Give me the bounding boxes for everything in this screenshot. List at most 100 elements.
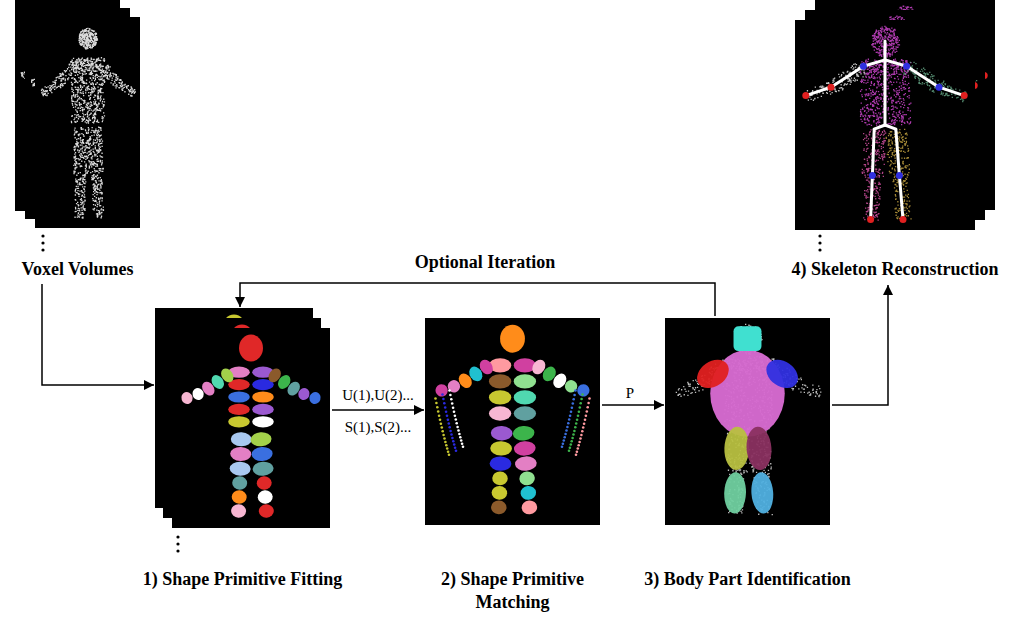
image-background (172, 328, 330, 528)
trajectory-dot (436, 406, 439, 409)
trajectory-dot (449, 394, 452, 397)
shape-primitive (230, 447, 251, 462)
figure-illustration (5, 0, 150, 256)
image-content (41, 28, 136, 219)
skeleton-joint (860, 63, 867, 70)
trajectory-dot (572, 402, 575, 405)
skeleton-bone (874, 125, 885, 129)
trajectory-dot (455, 418, 458, 421)
image-content (676, 324, 822, 516)
figure-panel: 4) Skeleton Reconstruction (770, 0, 1020, 282)
arrow-annotation: S(1),S(2)... (343, 419, 414, 436)
trajectory-dot (452, 406, 455, 409)
trajectory-dot (566, 426, 569, 429)
trajectory-dot (444, 441, 447, 444)
shape-primitive (489, 390, 511, 404)
skeleton-joint (828, 84, 835, 91)
shape-primitive (515, 456, 538, 472)
trajectory-dot (565, 429, 568, 432)
trajectory-dot (570, 410, 573, 413)
voxel-points (676, 324, 822, 516)
trajectory-dot (438, 414, 441, 417)
continuation-dot (176, 542, 179, 545)
trajectory-dot (580, 434, 583, 437)
trajectory-dot (571, 437, 574, 440)
trajectory-dot (562, 442, 565, 445)
trajectory-dot (447, 418, 450, 421)
skeleton-bone (939, 87, 964, 95)
body-part (750, 471, 775, 514)
trajectory-dot (574, 389, 577, 392)
shape-primitive (489, 406, 511, 420)
trajectory-dot (579, 406, 582, 409)
shape-primitive (257, 490, 273, 504)
shape-primitive (228, 416, 250, 427)
image-background (425, 318, 600, 525)
trajectory-dot (451, 437, 454, 440)
trajectory-dot (435, 402, 438, 405)
trajectory-dot (567, 422, 570, 425)
trajectory-dot (443, 437, 446, 440)
skeleton-joint (900, 216, 907, 223)
trajectory-dot (563, 436, 566, 439)
body-part (734, 326, 762, 351)
continuation-dot (41, 234, 44, 237)
trajectory-dot (452, 440, 455, 443)
shape-primitive (191, 386, 206, 401)
trajectory-dot (440, 422, 443, 425)
voxel-points (886, 129, 912, 221)
shape-primitive (180, 390, 195, 405)
trajectory-dot (450, 398, 453, 401)
image-frame (172, 328, 330, 528)
skeleton-joint (896, 172, 903, 179)
trajectory-dot (442, 398, 445, 401)
trajectory-dot (450, 433, 453, 436)
continuation-dot (41, 248, 44, 251)
image-frame (795, 20, 975, 230)
shape-primitive (231, 490, 246, 504)
skeleton-joint (961, 92, 968, 99)
trajectory-dot (460, 439, 463, 442)
trajectory-dot (584, 418, 587, 421)
shape-primitive (250, 432, 272, 447)
trajectory-dot (581, 430, 584, 433)
trajectory-dot (441, 426, 444, 429)
trajectory-dot (568, 418, 571, 421)
trajectory-dot (458, 433, 461, 436)
shape-primitive (519, 471, 536, 486)
trajectory-dot (448, 426, 451, 429)
trajectory-dot (568, 449, 571, 452)
trajectory-dot (445, 410, 448, 413)
trajectory-dot (443, 402, 446, 405)
trajectory-dot (442, 434, 445, 437)
voxel-points (806, 63, 866, 101)
figure-illustration (665, 318, 830, 525)
trajectory-dot (573, 430, 576, 433)
shape-primitive (252, 404, 274, 415)
trajectory-dot (453, 443, 456, 446)
panel-caption: 4) Skeleton Reconstruction (792, 258, 999, 281)
figure-panel: 1) Shape Primitive Fitting (155, 308, 330, 530)
voxel-points (41, 28, 136, 219)
shape-primitive (251, 446, 273, 461)
shape-primitive (434, 383, 450, 399)
edge-label: U(1),U(2)... (340, 387, 416, 404)
panel-caption: 3) Body Part Identification (644, 568, 851, 591)
trajectory-dot (456, 426, 459, 429)
edge-label: Optional Iteration (413, 253, 558, 273)
continuation-dot (176, 549, 179, 552)
shape-primitive (297, 386, 312, 401)
skeleton-bone (872, 129, 874, 175)
trajectory-dot (451, 402, 454, 405)
skeleton-bone (899, 175, 903, 219)
trajectory-dot (575, 422, 578, 425)
body-part (761, 354, 803, 394)
trajectory-dot (434, 397, 437, 400)
skeleton-joint (936, 84, 943, 91)
shape-primitive (446, 378, 462, 394)
shape-primitive (489, 456, 511, 471)
shape-primitive (490, 441, 512, 456)
shape-primitive (491, 426, 513, 441)
